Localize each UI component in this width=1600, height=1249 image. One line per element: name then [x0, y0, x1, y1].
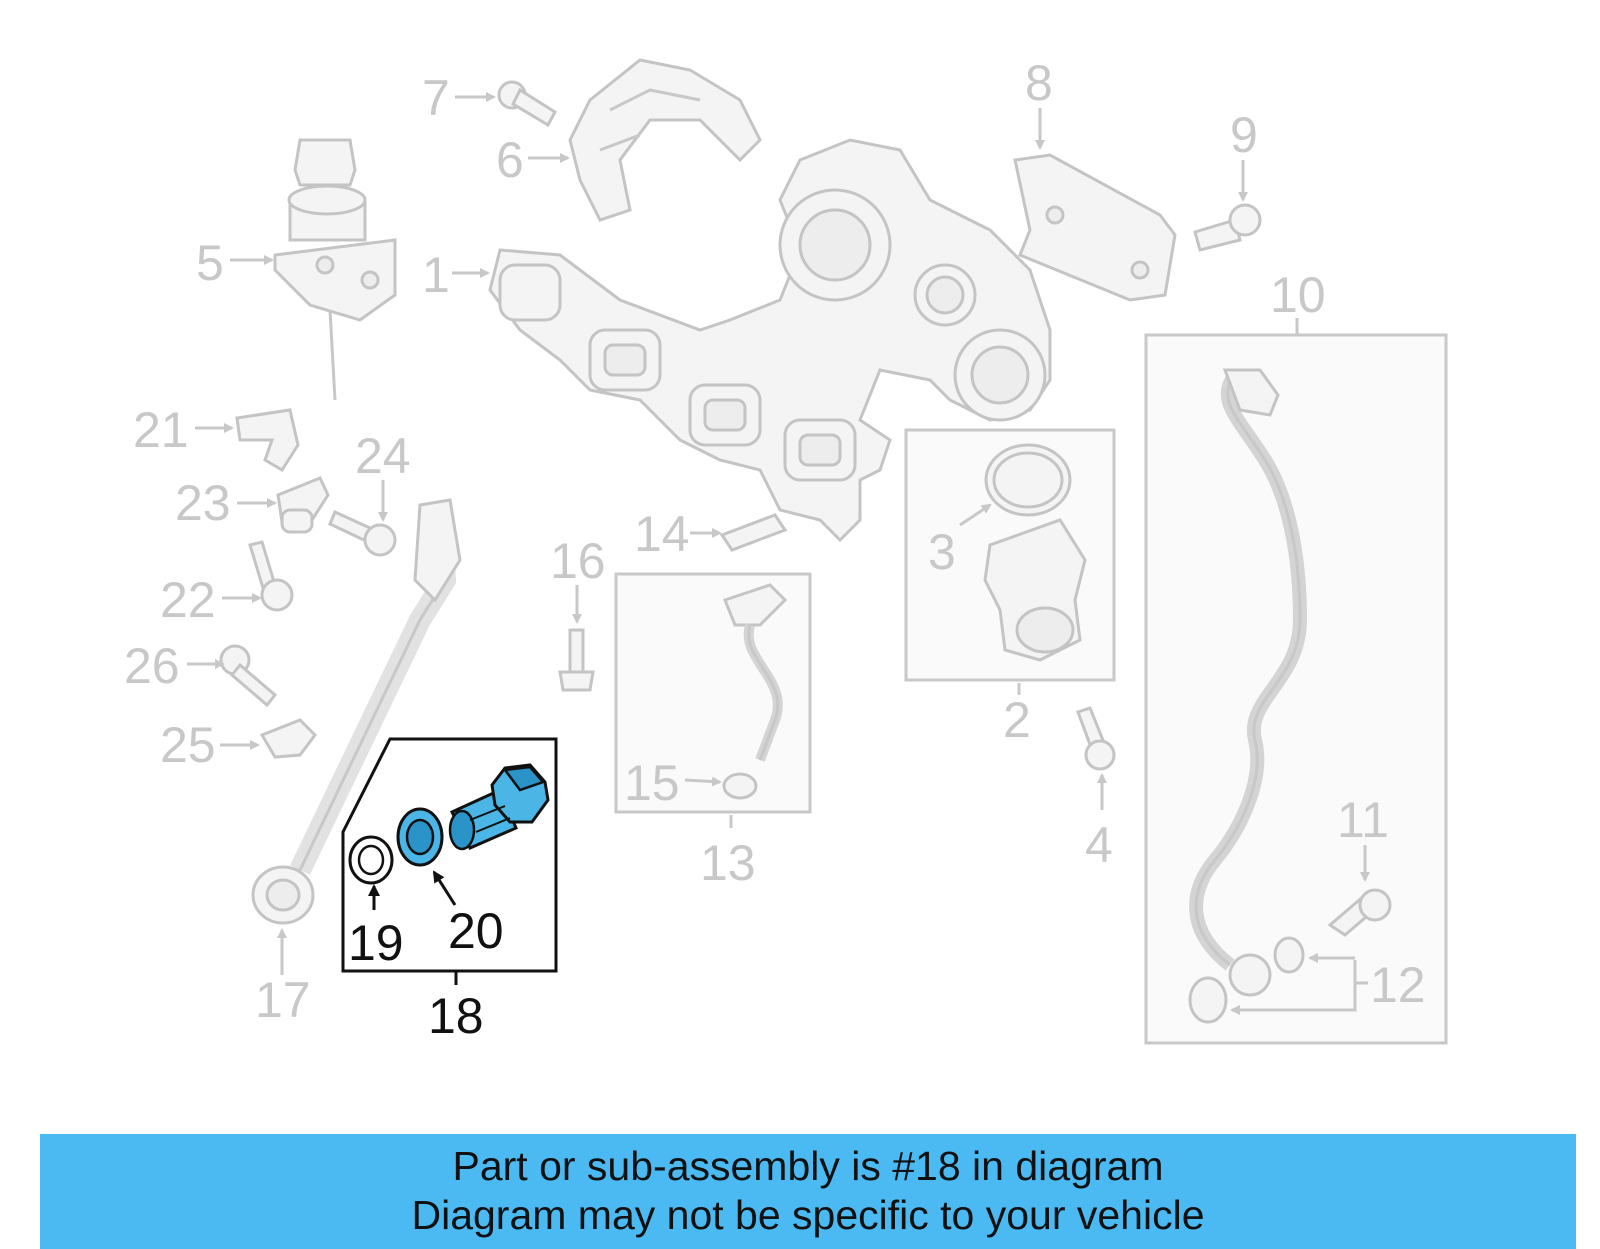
bolt-22-part	[248, 540, 294, 612]
bolt-26-part	[219, 644, 278, 708]
heat-shield-part	[568, 58, 762, 222]
bolt-16-part	[558, 628, 595, 692]
washer-20-part	[396, 807, 444, 867]
leader-lines-inactive	[187, 92, 1370, 1015]
clamp-21-part	[235, 408, 300, 473]
callout-2: 2	[1003, 692, 1031, 748]
callout-3: 3	[928, 524, 956, 580]
callout-5: 5	[196, 235, 224, 291]
bracket-part	[1013, 153, 1177, 302]
callout-7: 7	[422, 70, 450, 126]
callout-20: 20	[448, 903, 504, 959]
info-banner: Part or sub-assembly is #18 in diagram D…	[40, 1134, 1576, 1249]
callout-21: 21	[133, 402, 189, 458]
washer-19-part	[348, 835, 394, 885]
callout-15: 15	[624, 755, 680, 811]
callout-8: 8	[1025, 55, 1053, 111]
actuator-part	[273, 138, 397, 401]
callout-24: 24	[355, 428, 411, 484]
turbocharger-manifold-part	[488, 138, 1052, 543]
callout-6: 6	[496, 132, 524, 188]
bolt-7-part	[497, 80, 557, 128]
callout-11: 11	[1337, 792, 1389, 848]
callout-22: 22	[160, 572, 216, 628]
banner-line-2: Diagram may not be specific to your vehi…	[411, 1192, 1205, 1238]
highlighted-assembly-18: 19 20 18	[341, 737, 558, 1044]
callout-12: 12	[1370, 957, 1426, 1013]
callout-19: 19	[348, 915, 404, 971]
clip-25-part	[259, 718, 317, 759]
bolt-9-part	[1193, 203, 1262, 252]
oil-line-box	[614, 572, 812, 814]
callout-9: 9	[1230, 107, 1258, 163]
callout-10: 10	[1270, 267, 1326, 323]
callout-26: 26	[124, 638, 180, 694]
clip-23-part	[276, 476, 330, 534]
callout-13: 13	[700, 835, 756, 891]
callout-25: 25	[160, 717, 216, 773]
callout-23: 23	[175, 475, 231, 531]
callout-1: 1	[422, 247, 450, 303]
bolt-4-part	[1076, 706, 1116, 771]
callout-17: 17	[255, 972, 311, 1028]
banner-line-1: Part or sub-assembly is #18 in diagram	[452, 1143, 1164, 1189]
oil-feed-box	[1144, 333, 1448, 1045]
elbow-assembly-box	[904, 428, 1116, 682]
callout-4: 4	[1085, 817, 1113, 873]
banjo-bolt-part	[448, 763, 550, 851]
callouts-inactive: 1 2 3 4 5 6 7 8 9 10 11 12 13 14 15 16 1…	[124, 55, 1426, 1028]
bolt-24-part	[328, 509, 397, 557]
callout-16: 16	[550, 533, 606, 589]
gasket-14-part	[719, 513, 788, 552]
callout-18: 18	[428, 988, 484, 1044]
callout-14: 14	[634, 506, 690, 562]
drain-pipe-part	[251, 498, 462, 925]
